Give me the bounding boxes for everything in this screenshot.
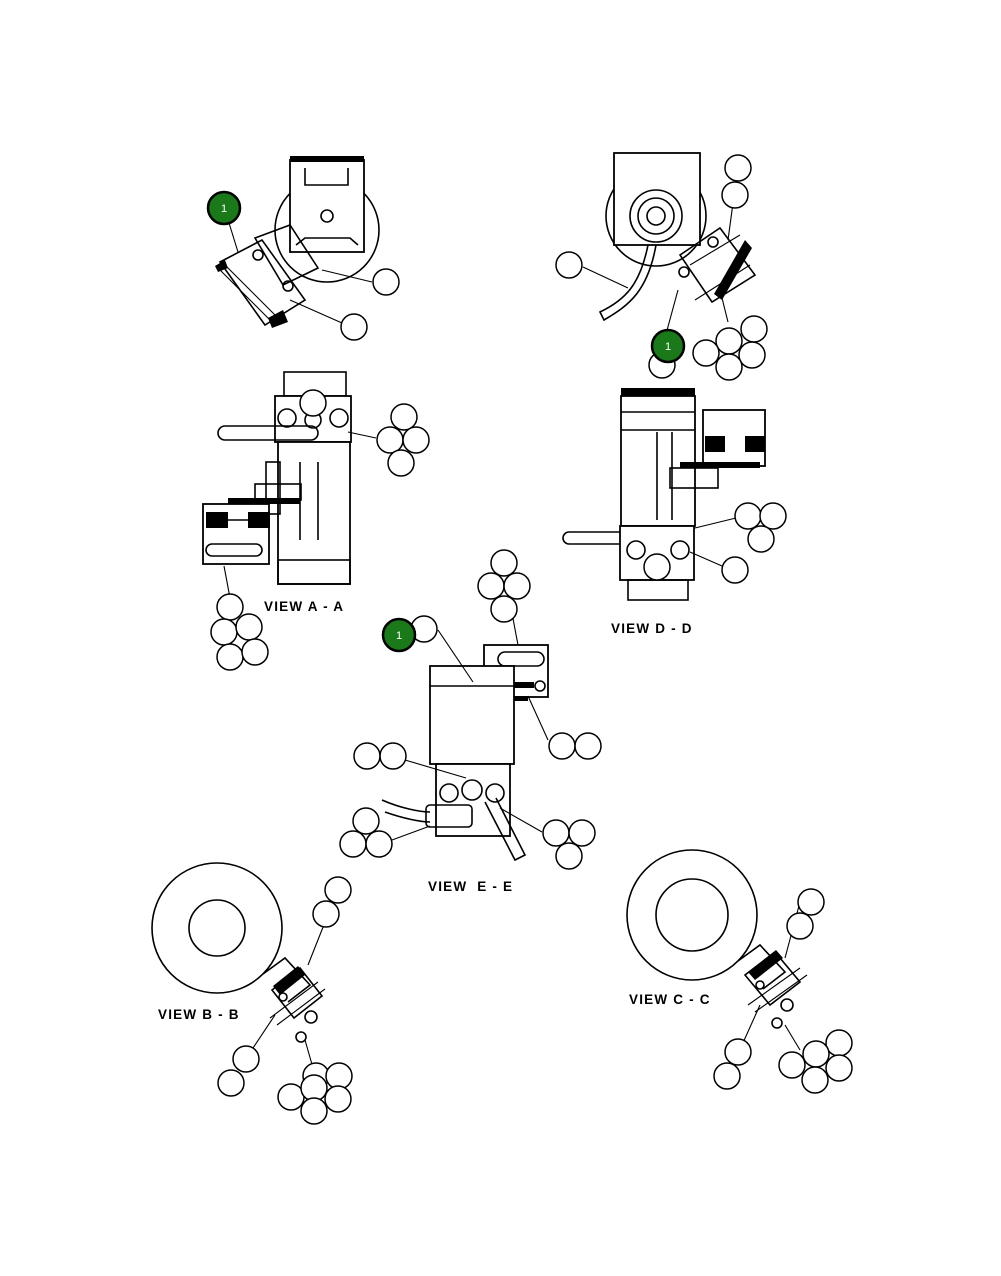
callout-bubble[interactable] — [390, 403, 418, 431]
callout-bubble[interactable] — [324, 1085, 352, 1113]
callout-bubble[interactable] — [724, 154, 752, 182]
callout-bubble[interactable] — [353, 742, 381, 770]
callout-bubble[interactable] — [801, 1066, 829, 1094]
view-d-label: VIEW D - D — [611, 621, 693, 636]
callout-1-number: 1 — [396, 630, 402, 642]
callout-bubble[interactable] — [277, 1083, 305, 1111]
callout-bubble[interactable] — [503, 572, 531, 600]
view-a-assembly — [202, 371, 352, 585]
callout-bubble[interactable] — [402, 426, 430, 454]
callout-bubble[interactable] — [324, 876, 352, 904]
callout-1-marker[interactable] — [381, 617, 417, 653]
callout-bubble[interactable] — [235, 613, 263, 641]
callout-bubble[interactable] — [300, 1074, 328, 1102]
callout-bubble[interactable] — [555, 842, 583, 870]
callout-bubble[interactable] — [300, 1097, 328, 1125]
view-c-label: VIEW C - C — [629, 992, 711, 1007]
view-e-assembly — [381, 644, 549, 862]
callout-bubble[interactable] — [721, 181, 749, 209]
top-left-assembly — [215, 156, 380, 328]
callout-bubble[interactable] — [352, 807, 380, 835]
callout-bubble[interactable] — [372, 268, 400, 296]
callout-bubble[interactable] — [715, 327, 743, 355]
callout-bubble[interactable] — [802, 1040, 830, 1068]
callout-bubble[interactable] — [692, 339, 720, 367]
callout-bubble[interactable] — [490, 595, 518, 623]
callout-bubble[interactable] — [241, 638, 269, 666]
callout-bubble[interactable] — [216, 643, 244, 671]
callout-bubble[interactable] — [759, 502, 787, 530]
view-b-label: VIEW B - B — [158, 1007, 240, 1022]
callout-1-number: 1 — [665, 341, 671, 353]
callout-bubble[interactable] — [734, 502, 762, 530]
callout-1-top-right[interactable]: 1 — [650, 328, 686, 364]
callout-bubble[interactable] — [797, 888, 825, 916]
callout-bubble[interactable] — [339, 830, 367, 858]
callout-bubble[interactable] — [299, 389, 327, 417]
callout-1-marker[interactable] — [206, 190, 242, 226]
view-b-assembly — [151, 862, 326, 1043]
callout-bubble[interactable] — [542, 819, 570, 847]
callout-bubble[interactable] — [340, 313, 368, 341]
callout-bubble[interactable] — [825, 1054, 853, 1082]
callout-bubble[interactable] — [643, 553, 671, 581]
top-right-assembly — [598, 152, 757, 322]
callout-bubble[interactable] — [568, 819, 596, 847]
callout-bubble[interactable] — [490, 549, 518, 577]
callout-1-top-left[interactable]: 1 — [206, 190, 242, 226]
view-d-assembly — [562, 388, 766, 601]
callout-1-view-e[interactable]: 1 — [381, 617, 417, 653]
view-c-assembly — [626, 849, 808, 1029]
callout-bubble[interactable] — [713, 1062, 741, 1090]
callout-1-number: 1 — [221, 203, 227, 215]
callout-bubble[interactable] — [232, 1045, 260, 1073]
callout-bubble[interactable] — [778, 1051, 806, 1079]
callout-bubble[interactable] — [555, 251, 583, 279]
callout-1-marker[interactable] — [650, 328, 686, 364]
callout-bubble[interactable] — [574, 732, 602, 760]
callout-bubble[interactable] — [216, 593, 244, 621]
callout-bubble[interactable] — [325, 1062, 353, 1090]
callout-bubble[interactable] — [477, 572, 505, 600]
callout-bubble[interactable] — [217, 1069, 245, 1097]
callout-bubble[interactable] — [715, 353, 743, 381]
callout-bubble[interactable] — [379, 742, 407, 770]
view-e-label: VIEW E - E — [428, 879, 513, 894]
callout-bubble[interactable] — [786, 912, 814, 940]
callout-bubble[interactable] — [724, 1038, 752, 1066]
callout-bubble[interactable] — [548, 732, 576, 760]
callout-bubble[interactable] — [738, 341, 766, 369]
callout-bubble[interactable] — [721, 556, 749, 584]
callout-bubbles — [210, 154, 853, 1125]
view-a-label: VIEW A - A — [264, 599, 344, 614]
callout-bubble[interactable] — [387, 449, 415, 477]
callout-bubble[interactable] — [210, 618, 238, 646]
callout-bubble[interactable] — [825, 1029, 853, 1057]
callout-bubble[interactable] — [365, 830, 393, 858]
callout-bubble[interactable] — [312, 900, 340, 928]
callout-bubble[interactable] — [747, 525, 775, 553]
callout-bubble[interactable] — [376, 426, 404, 454]
callout-bubble[interactable] — [740, 315, 768, 343]
